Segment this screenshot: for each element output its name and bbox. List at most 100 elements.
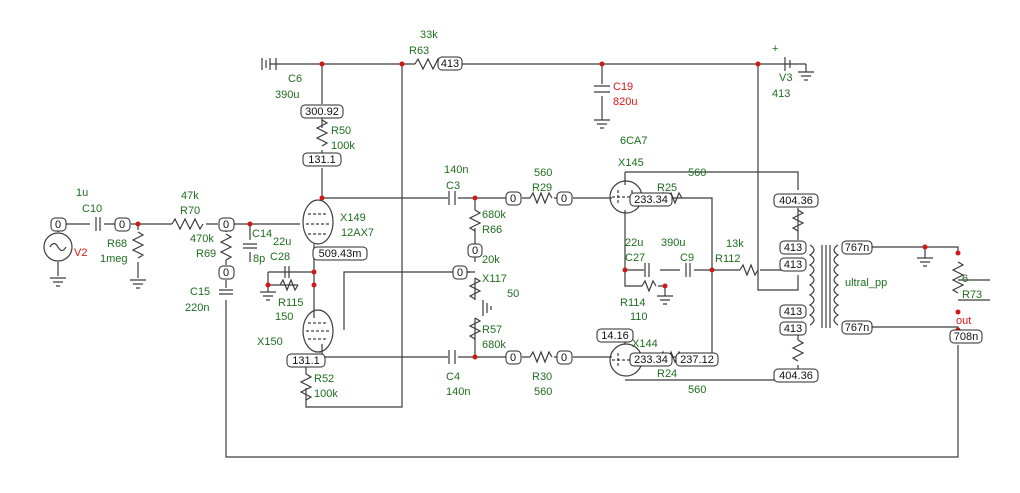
r29-name: R29 bbox=[532, 182, 552, 194]
voltage-tag: 0 bbox=[505, 191, 522, 206]
resistor-r70-symbol bbox=[171, 217, 204, 231]
v3-plus: + bbox=[772, 43, 778, 55]
svg-text:767n: 767n bbox=[845, 242, 869, 254]
c3-value: 140n bbox=[444, 164, 468, 176]
r66-value: 680k bbox=[482, 209, 506, 221]
resistor-r57-symbol bbox=[468, 317, 482, 340]
voltage-tag: 413 bbox=[779, 304, 807, 319]
transformer-symbol bbox=[808, 244, 840, 328]
r24-name: R24 bbox=[657, 368, 677, 380]
svg-text:131.1: 131.1 bbox=[292, 355, 320, 367]
component-labels: 1u C10 R68 1meg V2 47k R70 470k R69 C14 … bbox=[74, 29, 982, 400]
c10-value: 1u bbox=[76, 187, 88, 199]
r70-name: R70 bbox=[180, 205, 200, 217]
svg-text:767n: 767n bbox=[845, 322, 869, 334]
voltage-tag: 767n bbox=[841, 320, 873, 335]
r24-value: 560 bbox=[688, 384, 706, 396]
c3-name: C3 bbox=[446, 180, 460, 192]
capacitor-c6-symbol bbox=[269, 58, 277, 70]
capacitor-c14-symbol bbox=[243, 243, 257, 249]
svg-text:233.34: 233.34 bbox=[634, 194, 668, 206]
r50-value: 100k bbox=[331, 140, 355, 152]
svg-text:404.36: 404.36 bbox=[779, 195, 813, 207]
c27-value: 22u bbox=[625, 237, 643, 249]
r68-value: 1meg bbox=[100, 253, 128, 265]
r63-value: 33k bbox=[420, 29, 438, 41]
c6-name: C6 bbox=[288, 73, 302, 85]
resistor-r50-symbol bbox=[315, 119, 329, 147]
voltage-tag: 413 bbox=[779, 321, 807, 336]
voltage-tag: 14.16 bbox=[596, 328, 634, 343]
r57-name: R57 bbox=[482, 324, 502, 336]
c19-value: 820u bbox=[613, 96, 637, 108]
capacitor-c4-symbol bbox=[448, 350, 456, 364]
voltage-tag: 0 bbox=[218, 265, 235, 280]
svg-text:300.92: 300.92 bbox=[305, 106, 339, 118]
c6-value: 390u bbox=[275, 89, 299, 101]
r73-value: 6 bbox=[962, 273, 968, 285]
svg-text:0: 0 bbox=[119, 219, 125, 231]
c10-name: C10 bbox=[82, 203, 102, 215]
svg-text:0: 0 bbox=[223, 219, 229, 231]
svg-text:131.1: 131.1 bbox=[308, 154, 336, 166]
resistor-r29-symbol bbox=[529, 191, 553, 205]
r30-value: 560 bbox=[534, 386, 552, 398]
svg-text:0: 0 bbox=[472, 245, 478, 257]
resistor-r52-symbol bbox=[299, 373, 313, 401]
svg-text:708n: 708n bbox=[954, 331, 978, 343]
svg-text:0: 0 bbox=[55, 219, 61, 231]
r112-name: R112 bbox=[715, 253, 740, 265]
symbols bbox=[43, 57, 965, 401]
tube-x149-symbol bbox=[302, 199, 334, 245]
capacitor-c27-symbol bbox=[644, 263, 650, 277]
svg-text:413: 413 bbox=[784, 323, 802, 335]
voltage-tag: 0 bbox=[556, 191, 573, 206]
tube-x150-symbol bbox=[302, 309, 334, 353]
voltage-tag: 0 bbox=[505, 350, 522, 365]
r112-value: 13k bbox=[726, 238, 744, 250]
r25-name: R25 bbox=[657, 182, 677, 194]
capacitor-c3-symbol bbox=[448, 191, 456, 205]
r63-name: R63 bbox=[409, 45, 429, 57]
capacitor-c28-symbol bbox=[284, 266, 290, 278]
c28-name: C28 bbox=[270, 251, 290, 263]
v2-name: V2 bbox=[74, 247, 87, 259]
source-v2-symbol bbox=[43, 232, 73, 262]
c14-name: C14 bbox=[252, 228, 272, 240]
voltage-tag: 131.1 bbox=[286, 353, 326, 368]
svg-text:0: 0 bbox=[561, 193, 567, 205]
capacitor-c10-symbol bbox=[95, 217, 101, 231]
voltage-tag: 0 bbox=[556, 350, 573, 365]
voltage-tags: 0 0 0 0 0 0 0 0 0 0 413 300.92 131.1 509… bbox=[50, 56, 983, 383]
transformer-name: ultral_pp bbox=[845, 277, 887, 289]
svg-text:413: 413 bbox=[784, 242, 802, 254]
resistor-r30-symbol bbox=[529, 350, 553, 364]
voltage-tag: 0 bbox=[50, 217, 67, 232]
r115-value: 150 bbox=[275, 311, 293, 323]
voltage-tag: 413 bbox=[437, 56, 463, 71]
capacitor-c9-symbol bbox=[685, 263, 691, 277]
r30-name: R30 bbox=[532, 371, 552, 383]
voltage-tag: 233.34 bbox=[629, 192, 673, 207]
r50-name: R50 bbox=[331, 125, 351, 137]
v3-name: V3 bbox=[779, 72, 792, 84]
svg-text:413: 413 bbox=[784, 306, 802, 318]
resistor-screen-top-symbol bbox=[791, 209, 805, 232]
x149-name: X149 bbox=[340, 212, 366, 224]
voltage-tag: 0 bbox=[218, 217, 235, 232]
c9-value: 390u bbox=[661, 237, 685, 249]
r29-value: 560 bbox=[534, 167, 552, 179]
c15-name: C15 bbox=[190, 286, 210, 298]
voltage-tag: 413 bbox=[779, 240, 807, 255]
c19-name: C19 bbox=[613, 81, 633, 93]
x117-name: X117 bbox=[482, 273, 507, 285]
r69-name: R69 bbox=[196, 248, 216, 260]
x145-value: 6CA7 bbox=[620, 135, 648, 147]
r52-name: R52 bbox=[314, 373, 334, 385]
resistor-r66-symbol bbox=[468, 209, 482, 232]
voltage-tag: 0 bbox=[452, 265, 468, 280]
voltage-tag: 708n bbox=[949, 329, 983, 344]
resistor-r24-symbol bbox=[659, 350, 683, 364]
x117-extra: 50 bbox=[507, 288, 519, 300]
